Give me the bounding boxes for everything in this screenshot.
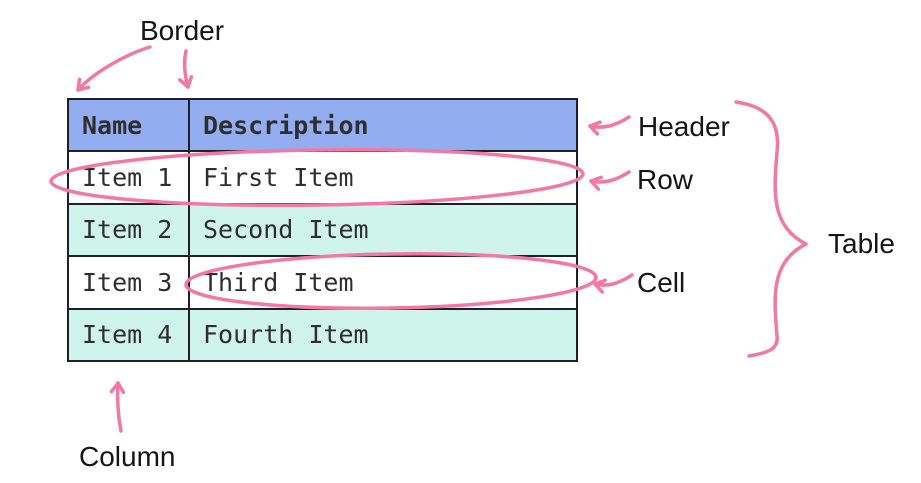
table-cell: Item 3 [67,255,190,310]
cell-arrow-icon [593,273,634,294]
table-cell: Item 1 [67,150,190,205]
border-arrow-down-icon [178,49,194,89]
table-row: Item 3 Third Item [67,255,578,310]
table-cell: Second Item [188,202,578,257]
column-header-description: Description [188,98,578,152]
border-arrow-left-icon [76,45,152,92]
header-arrow-icon [588,115,631,136]
table-row: Item 4 Fourth Item [67,307,578,362]
column-arrow-icon [109,381,126,433]
column-header-name: Name [67,98,190,152]
table-cell: Item 4 [67,307,190,362]
table-brace [734,100,808,358]
row-arrow-icon [589,170,631,191]
example-table: Name Description Item 1 First Item Item … [67,98,578,362]
label-border: Border [140,15,225,46]
label-column: Column [79,441,176,472]
table-row: Item 2 Second Item [67,202,578,257]
table-cell: First Item [188,150,578,205]
label-cell: Cell [637,267,686,298]
header-row: Name Description [67,98,578,152]
label-header: Header [638,111,730,142]
label-table: Table [828,228,895,259]
table-cell: Fourth Item [188,307,578,362]
table-cell: Third Item [188,255,578,310]
table-row: Item 1 First Item [67,150,578,205]
label-row: Row [637,164,694,195]
table-cell: Item 2 [67,202,190,257]
